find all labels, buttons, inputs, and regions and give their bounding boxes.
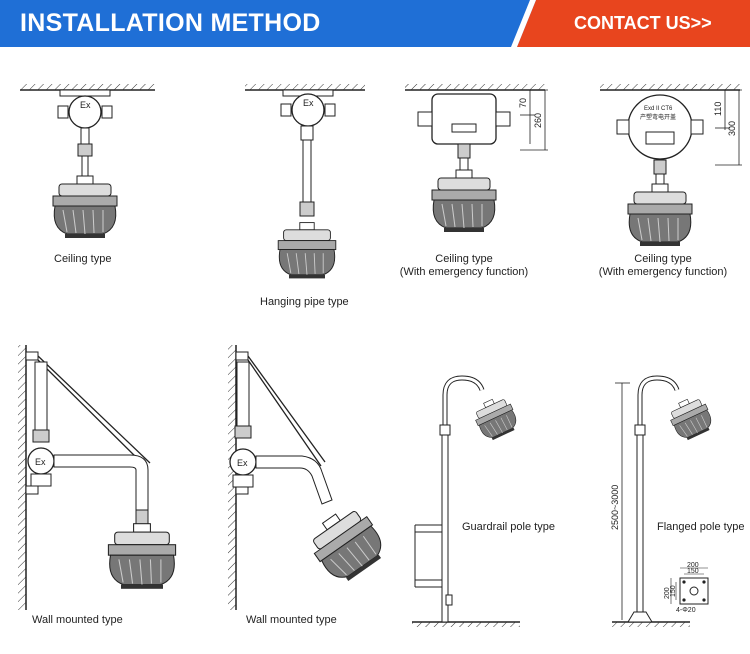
dim-300: 300 <box>727 121 737 136</box>
wall-mounted-label-1: Wall mounted type <box>32 614 123 626</box>
guardrail-pole-label: Guardrail pole type <box>462 521 555 533</box>
dim-flange-side-outer: 200 <box>664 587 671 599</box>
ceiling-type-figure <box>20 84 155 239</box>
dim-flange-outer: 200 <box>687 562 699 569</box>
wall1-box-text: Ex <box>35 457 46 467</box>
dim-flange-holes: 4-Φ20 <box>676 607 696 614</box>
wall2-box-text: Ex <box>237 458 248 468</box>
dim-flange-inner: 150 <box>687 568 699 575</box>
hanging-box-text: Ex <box>303 98 314 108</box>
ceiling-box-text: Ex <box>80 100 91 110</box>
wall-mounted-label-2: Wall mounted type <box>246 614 337 626</box>
guardrail-pole-type-figure <box>412 375 522 627</box>
ceiling-emergency-label-1-line1: Ceiling type <box>435 253 493 265</box>
dim-70: 70 <box>518 98 528 108</box>
flanged-pole-label: Flanged pole type <box>657 521 745 533</box>
hanging-pipe-type-label: Hanging pipe type <box>260 296 349 308</box>
dim-flange-side-inner: 150 <box>670 585 677 597</box>
contact-us-link[interactable]: CONTACT US>> <box>574 13 712 33</box>
dim-110: 110 <box>713 102 723 116</box>
dim-260: 260 <box>533 113 543 128</box>
wall-mounted-type-figure-1 <box>18 345 177 610</box>
header-red-tab <box>511 0 750 47</box>
ceiling-emergency-type-figure-1: 70 260 <box>405 84 548 233</box>
header-banner: INSTALLATION METHOD CONTACT US>> <box>0 0 750 47</box>
ceiling-type-label: Ceiling type <box>54 253 112 265</box>
ceiling-emergency-type-figure-2 <box>600 84 742 247</box>
emergency2-box-text-1: Exd II CT6 <box>644 106 673 112</box>
page-title: INSTALLATION METHOD <box>20 9 321 37</box>
wall-mounted-type-figure-2 <box>228 345 392 610</box>
ceiling-emergency-label-2: Ceiling type (With emergency function) <box>596 253 730 279</box>
hanging-pipe-type-figure <box>245 84 365 279</box>
ceiling-emergency-label-2-line2: (With emergency function) <box>598 266 728 278</box>
emergency2-box-text-2: 产塑弯电开盖 <box>640 113 676 121</box>
ceiling-emergency-label-1: Ceiling type (With emergency function) <box>396 253 532 279</box>
ceiling-emergency-label-2-line1: Ceiling type <box>634 253 692 265</box>
flanged-pole-type-figure: 2500~3000 200 150 200 150 4-Φ20 <box>610 375 717 627</box>
dim-pole-height: 2500~3000 <box>610 485 620 530</box>
ceiling-emergency-label-1-line2: (With emergency function) <box>399 266 529 278</box>
